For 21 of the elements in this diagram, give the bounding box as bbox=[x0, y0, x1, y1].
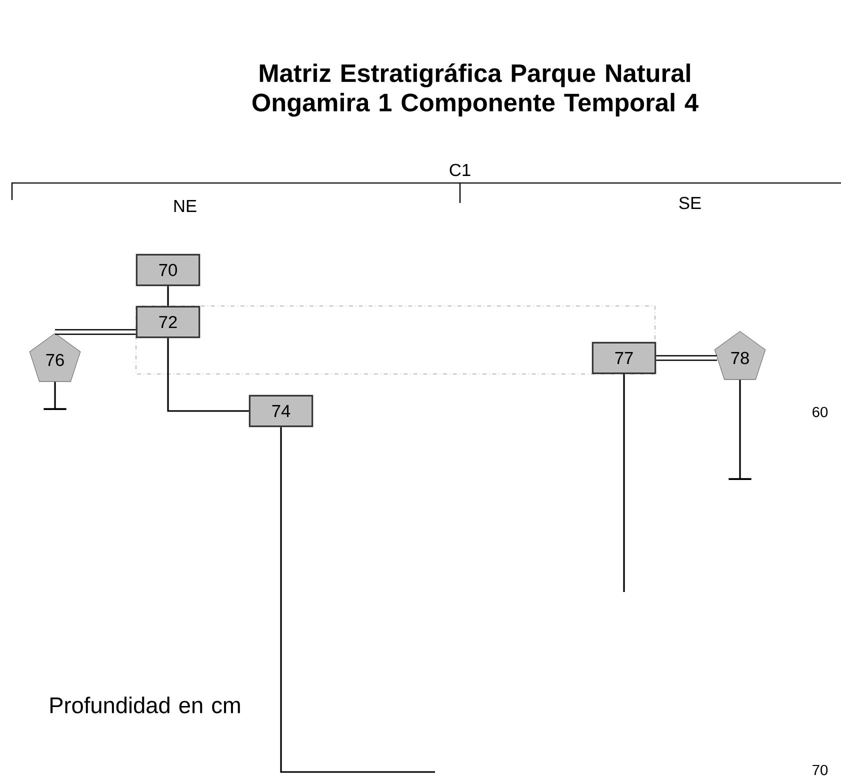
connector-line bbox=[167, 338, 249, 412]
layer-box: 70 bbox=[136, 254, 200, 286]
connector-line bbox=[55, 329, 136, 335]
depth-line bbox=[44, 382, 66, 410]
depth-value: 60 bbox=[812, 406, 828, 418]
depth-line bbox=[623, 374, 625, 592]
depth-line bbox=[280, 427, 435, 773]
pentagon: 76 bbox=[29, 333, 81, 382]
section-label: SE bbox=[679, 196, 701, 210]
depth-value: 70 bbox=[812, 764, 828, 776]
connector-line bbox=[167, 286, 169, 306]
depth-line bbox=[728, 380, 752, 480]
layer-box: 72 bbox=[136, 306, 200, 338]
section-label: C1 bbox=[450, 164, 470, 176]
pentagon: 78 bbox=[714, 331, 766, 380]
axis-label: Profundidad en cm bbox=[50, 696, 240, 714]
section-label: NE bbox=[174, 200, 196, 212]
title: Matriz Estratigráfica Parque Natural Ongamira 1 Componente Temporal 4 bbox=[252, 63, 698, 117]
connector-line bbox=[656, 355, 718, 361]
layer-box: 74 bbox=[248, 394, 314, 428]
layer-box: 77 bbox=[592, 342, 656, 374]
